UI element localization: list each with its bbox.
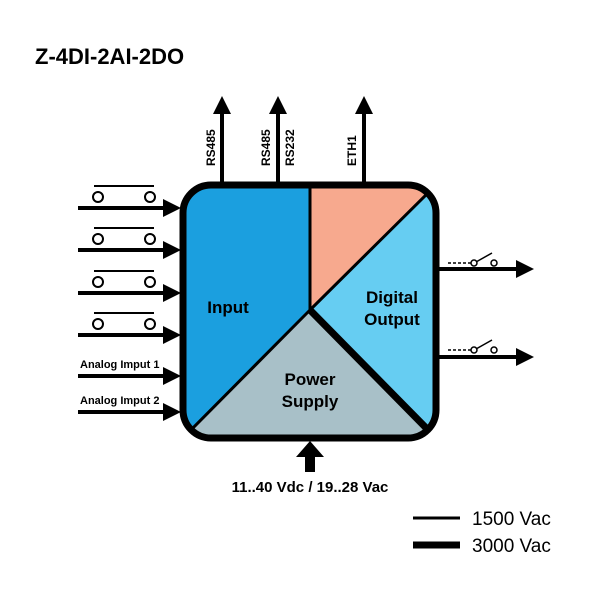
legend-label-1500: 1500 Vac	[472, 509, 551, 530]
analog-input-1: Analog Imput 1	[78, 359, 181, 385]
port-arrow-rs485-rs232	[269, 96, 287, 185]
port-label-rs485-b: RS485	[259, 129, 273, 166]
digital-input-4	[78, 312, 181, 344]
supply-arrow	[296, 441, 324, 472]
analog-input-2: Analog Imput 2	[78, 395, 181, 421]
port-label-eth: ETH1	[345, 135, 359, 166]
supply-label: 11..40 Vdc / 19..28 Vac	[232, 479, 389, 496]
digital-output-2	[438, 339, 534, 366]
legend-label-3000: 3000 Vac	[472, 536, 551, 557]
port-label-rs485-a: RS485	[204, 129, 218, 166]
digital-input-1	[78, 185, 181, 217]
digital-output-segment	[310, 185, 436, 438]
digital-input-2	[78, 227, 181, 259]
module-box	[179, 181, 440, 442]
input-segment	[183, 185, 310, 438]
diagram-title: Z-4DI-2AI-2DO	[35, 44, 184, 69]
power-supply-label-line1: Power	[284, 370, 335, 389]
digital-output-label-line2: Output	[364, 310, 420, 329]
legend: 1500 Vac 3000 Vac	[413, 509, 551, 557]
digital-output-1	[438, 252, 534, 278]
power-supply-segment	[183, 310, 436, 438]
input-label: Input	[207, 298, 249, 317]
port-label-rs232: RS232	[283, 129, 297, 166]
port-arrow-eth	[355, 96, 373, 185]
power-supply-label-line2: Supply	[282, 392, 339, 411]
port-arrow-rs485-a	[213, 96, 231, 185]
analog-input-1-label: Analog Imput 1	[80, 359, 159, 371]
digital-output-label-line1: Digital	[366, 288, 418, 307]
digital-input-3	[78, 270, 181, 302]
analog-input-2-label: Analog Imput 2	[80, 395, 159, 407]
